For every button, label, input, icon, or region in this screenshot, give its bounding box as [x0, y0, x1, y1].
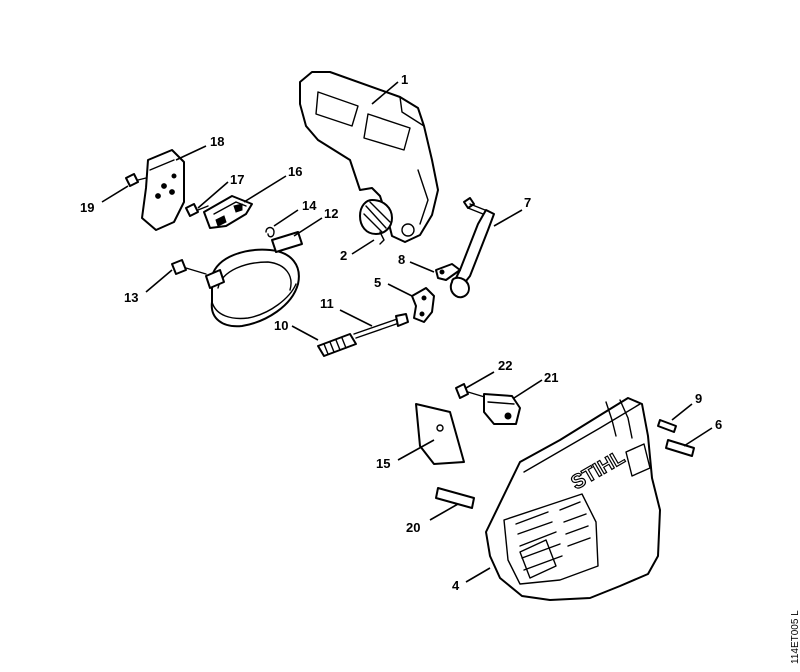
callout-13: 13: [124, 290, 138, 305]
screw-19-part: [125, 173, 147, 187]
callout-17: 17: [230, 172, 244, 187]
brake-band-part: [205, 231, 303, 328]
rod-11-part: [353, 313, 409, 339]
screw-22-part: [455, 383, 489, 399]
callout-labels: 1 2 4 5 6 7 8 9 10 11 12 13 14 15 16 17 …: [80, 72, 722, 593]
callout-1: 1: [401, 72, 408, 87]
reference-code: 114ET005 L: [790, 610, 800, 664]
callout-21: 21: [544, 370, 558, 385]
leader-lines: [101, 81, 713, 583]
callout-14: 14: [302, 198, 317, 213]
guide-block-part: [483, 393, 521, 425]
callout-22: 22: [498, 358, 512, 373]
callout-18: 18: [210, 134, 224, 149]
clip-14-part: [265, 226, 275, 238]
callout-8: 8: [398, 252, 405, 267]
pin-9-part: [657, 419, 677, 433]
callout-11: 11: [320, 296, 334, 311]
lever-rod-part: [449, 197, 495, 299]
screw-17-part: [185, 203, 209, 217]
callout-15: 15: [376, 456, 390, 471]
sprocket-cover-part: [485, 397, 661, 601]
lever-5-part: [411, 287, 435, 323]
callout-19: 19: [80, 200, 94, 215]
callout-7: 7: [524, 195, 531, 210]
callout-10: 10: [274, 318, 288, 333]
link-8-part: [435, 263, 461, 281]
callout-12: 12: [324, 206, 338, 221]
callout-2: 2: [340, 248, 347, 263]
cover-plate-part: [141, 149, 185, 231]
screw-13-part: [171, 259, 207, 275]
callout-6: 6: [715, 417, 722, 432]
callout-16: 16: [288, 164, 302, 179]
callout-20: 20: [406, 520, 420, 535]
callout-9: 9: [695, 391, 702, 406]
callout-5: 5: [374, 275, 381, 290]
pin-20-part: [435, 487, 475, 509]
callout-4: 4: [452, 578, 460, 593]
spring-10-part: [317, 333, 357, 357]
spring-pin-part: [379, 231, 385, 245]
bracket-16-part: [203, 195, 253, 229]
hand-guard-part: [299, 71, 439, 243]
plate-15-part: [415, 403, 465, 465]
